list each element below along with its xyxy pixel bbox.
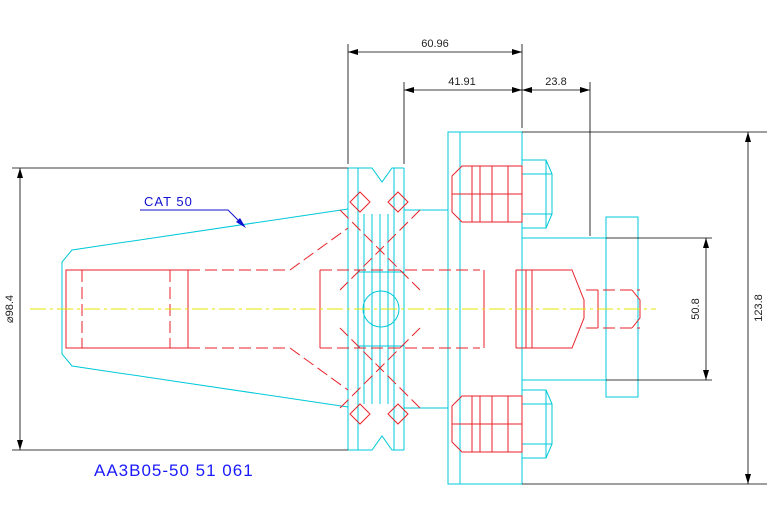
dim-diameter-taper: ⌀98.4 xyxy=(4,295,16,323)
dim-height-total: 123.8 xyxy=(753,294,765,322)
outline-geometry xyxy=(61,131,639,485)
cat50-callout: CAT 50 xyxy=(140,194,246,228)
dim-height-pilot: 50.8 xyxy=(690,298,702,319)
dim-width-total: 60.96 xyxy=(421,38,449,50)
dimension-lines xyxy=(12,44,767,485)
dim-width-hub: 23.8 xyxy=(545,76,566,88)
dim-width-taper-flange: 41.91 xyxy=(448,76,476,88)
part-number: AA3B05-50 51 061 xyxy=(94,461,254,480)
callout-label: CAT 50 xyxy=(144,194,193,209)
